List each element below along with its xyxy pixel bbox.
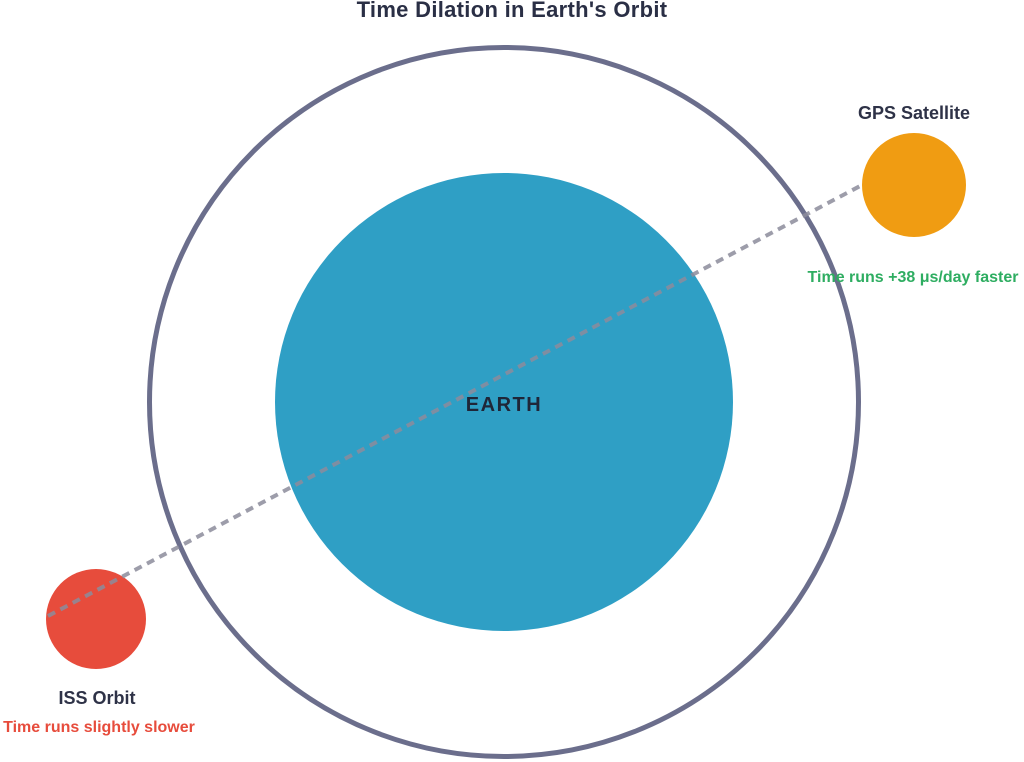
earth-label: EARTH	[465, 393, 543, 416]
gps-time-annotation: Time runs +38 μs/day faster	[807, 269, 1019, 286]
iss-time-annotation: Time runs slightly slower	[3, 719, 195, 736]
gps-satellite-label: GPS Satellite	[857, 103, 971, 123]
gps-satellite-circle	[862, 133, 966, 237]
diagram-title: Time Dilation in Earth's Orbit	[356, 0, 668, 22]
earth-circle: EARTH	[275, 173, 733, 631]
iss-orbit-label: ISS Orbit	[58, 688, 136, 708]
iss-orbit-circle	[46, 569, 146, 669]
